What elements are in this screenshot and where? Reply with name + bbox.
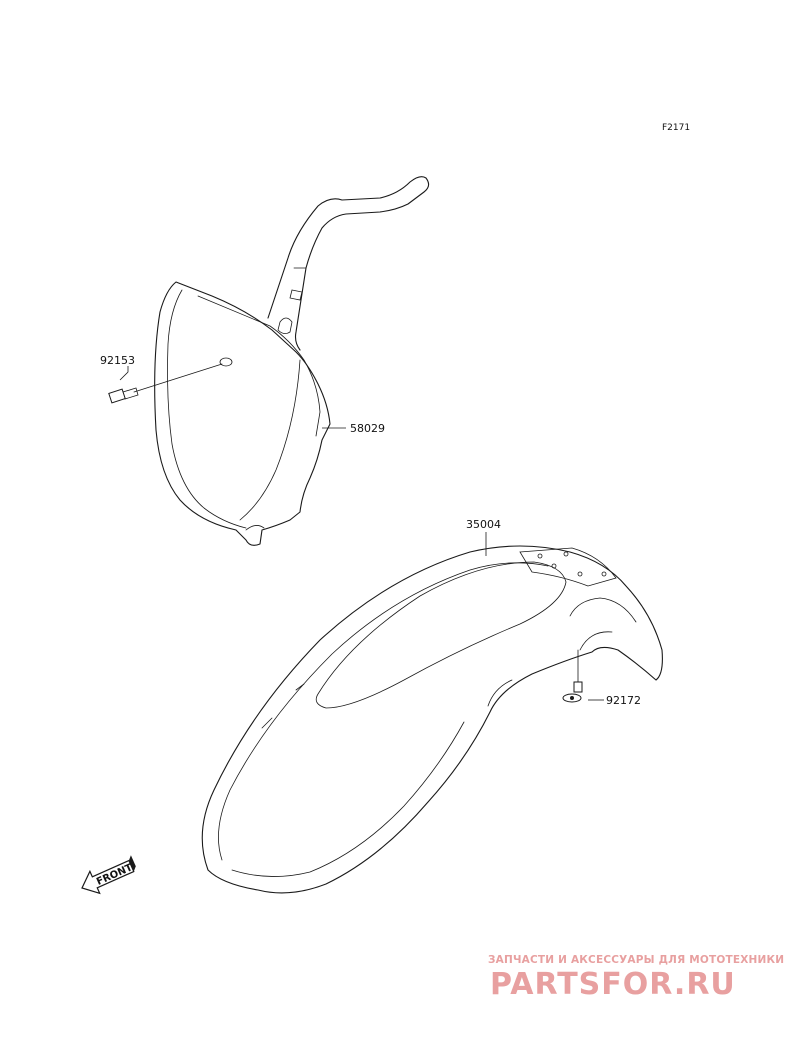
- leader-lines: [119, 366, 604, 701]
- front-fender-35004[interactable]: [201, 545, 663, 894]
- part-label-35004: 35004: [466, 518, 501, 531]
- front-direction-arrow: FRONT: [81, 855, 136, 895]
- screw-92172[interactable]: [562, 649, 583, 703]
- bolt-92153[interactable]: [108, 363, 223, 404]
- watermark-brand: PARTSFOR.RU: [490, 967, 736, 1002]
- part-label-92172: 92172: [606, 694, 641, 707]
- watermark: ЗАПЧАСТИ И АКСЕССУАРЫ ДЛЯ МОТОТЕХНИКИ PA…: [488, 954, 784, 1002]
- part-label-92153: 92153: [100, 354, 135, 367]
- part-label-58029: 58029: [350, 422, 385, 435]
- diagram-ref-code: F2171: [662, 123, 690, 133]
- number-plate-58029[interactable]: [154, 176, 430, 546]
- watermark-tagline: ЗАПЧАСТИ И АКСЕССУАРЫ ДЛЯ МОТОТЕХНИКИ: [488, 954, 784, 966]
- front-arrow-label: FRONT: [95, 862, 135, 888]
